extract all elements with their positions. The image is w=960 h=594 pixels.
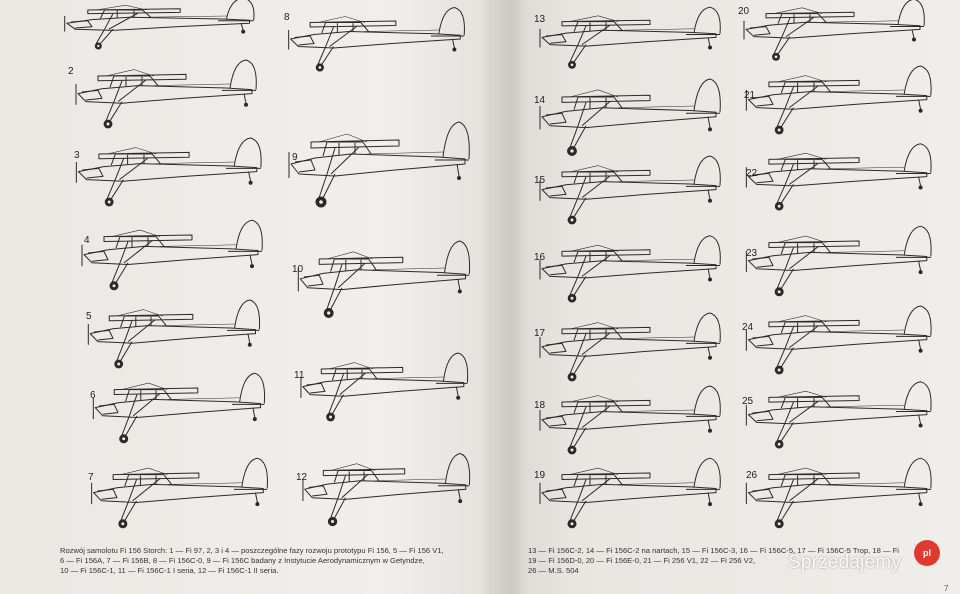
right-page: 13 14 15 16 17 18 19 20 21 22 23 24 25 2…: [510, 0, 960, 594]
aircraft-drawing-13: [526, 0, 726, 72]
figure-number: 8: [284, 12, 290, 23]
caption-line: Rozwój samolotu Fi 156 Storch: 1 — Fi 97…: [60, 546, 444, 555]
aircraft-drawing-24: [732, 298, 937, 378]
figure-number: 13: [534, 14, 546, 25]
book-gutter: [492, 0, 528, 594]
aircraft-drawing-23: [732, 218, 937, 300]
figure-number: 18: [534, 400, 546, 411]
aircraft-drawing-21: [732, 58, 937, 138]
figure-number: 16: [534, 252, 546, 263]
aircraft-drawing-17: [526, 305, 726, 385]
aircraft-drawing-19: [526, 450, 726, 532]
aircraft-drawing-4: [68, 212, 268, 294]
right-figure-caption: 13 — Fi 156C-2, 14 — Fi 156C-2 na nartac…: [528, 546, 948, 576]
caption-line: 13 — Fi 156C-2, 14 — Fi 156C-2 na nartac…: [528, 546, 899, 555]
aircraft-drawing-22: [732, 136, 937, 214]
aircraft-drawing-8: [275, 0, 470, 75]
aircraft-drawing-3: [62, 130, 267, 210]
aircraft-drawing-15: [526, 148, 726, 228]
figure-number: 21: [744, 90, 756, 101]
figure-number: 24: [742, 322, 754, 333]
aircraft-drawing-12: [290, 445, 475, 530]
watermark-text: Sprzedajemy: [788, 552, 902, 573]
page-number: 7: [944, 584, 949, 593]
aircraft-drawing-5: [75, 292, 265, 372]
caption-line: 19 — Fi 156D-0, 20 — Fi 156E-0, 21 — Fi …: [528, 556, 756, 565]
figure-number: 20: [738, 6, 750, 17]
figure-number: 2: [68, 66, 74, 77]
figure-number: 3: [74, 150, 80, 161]
figure-number: 17: [534, 328, 546, 339]
figure-number: 23: [746, 248, 758, 259]
figure-number: 10: [292, 264, 304, 275]
figure-number: 7: [88, 472, 94, 483]
aircraft-drawing-7: [78, 450, 273, 532]
figure-number: 14: [534, 95, 546, 106]
aircraft-drawing-18: [526, 378, 726, 458]
figure-number: 19: [534, 470, 546, 481]
left-page: 2 3 4 5 6 7 8 9 10 11 12 Rozwój samolotu…: [50, 0, 490, 576]
figure-number: 4: [84, 235, 90, 246]
caption-line: 10 — Fi 156C-1, 11 — Fi 156C-1 I seria, …: [60, 566, 279, 575]
left-figure-caption: Rozwój samolotu Fi 156 Storch: 1 — Fi 97…: [60, 546, 490, 576]
figure-number: 9: [292, 152, 298, 163]
aircraft-drawing-9: [275, 112, 475, 212]
figure-number: 6: [90, 390, 96, 401]
caption-line: 6 — Fi 156A, 7 — Fi 156B, 8 — Fi 156C-0,…: [60, 556, 425, 565]
aircraft-drawing-16: [526, 228, 726, 306]
figure-number: 22: [746, 168, 758, 179]
aircraft-drawing-2: [62, 52, 262, 132]
aircraft-drawing-11: [288, 345, 473, 425]
aircraft-drawing-10: [285, 232, 475, 322]
watermark-logo-icon: pl: [914, 540, 940, 566]
figure-number: 25: [742, 396, 754, 407]
aircraft-drawing-6: [80, 365, 270, 447]
figure-number: 11: [294, 370, 305, 381]
figure-number: 15: [534, 175, 546, 186]
aircraft-drawing-25: [732, 374, 937, 452]
figure-number: 26: [746, 470, 758, 481]
aircraft-drawing-26: [732, 450, 937, 532]
aircraft-drawing-14: [526, 70, 726, 160]
figure-number: 12: [296, 472, 308, 483]
caption-line: 26 — M.S. 504: [528, 566, 579, 575]
figure-number: 5: [86, 311, 92, 322]
aircraft-drawing-1: [50, 0, 260, 52]
aircraft-drawing-20: [730, 0, 930, 64]
